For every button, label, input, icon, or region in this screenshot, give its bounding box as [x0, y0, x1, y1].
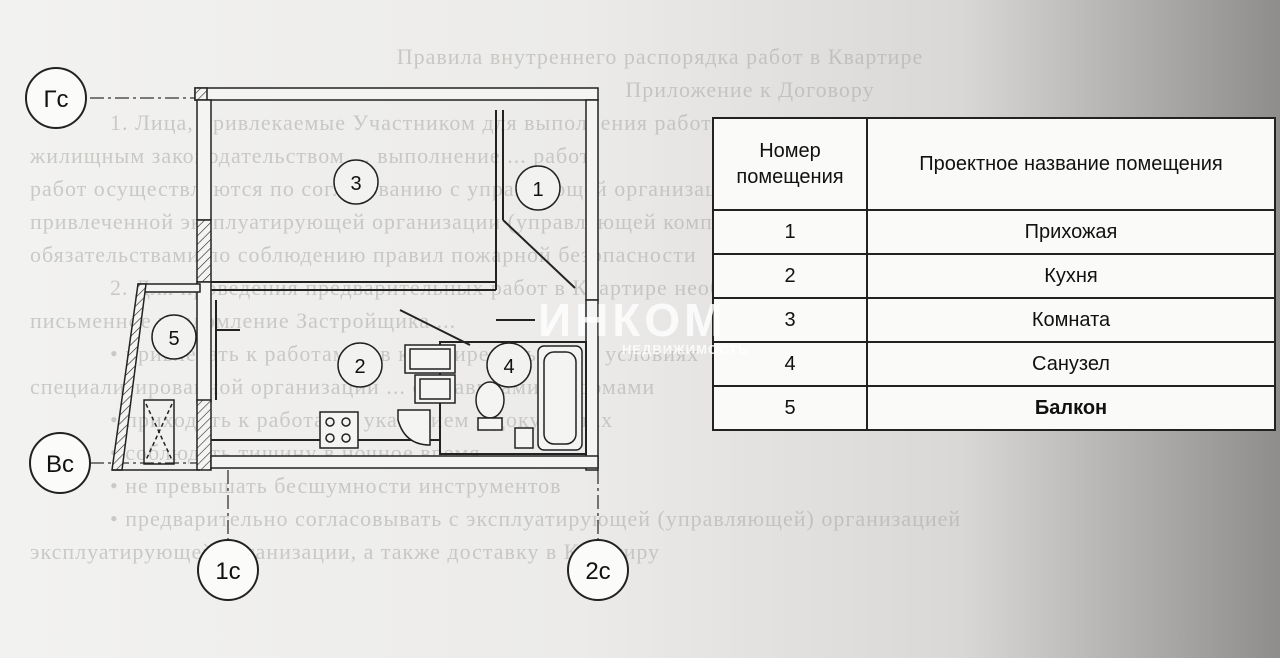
axis-label: Вс [46, 451, 74, 478]
bathroom-fixtures [475, 345, 583, 451]
bg-line: Правила внутреннего распорядка работ в К… [396, 44, 924, 69]
table-row: 5 Балкон [712, 385, 1276, 431]
bg-line: • предварительно согласовывать с эксплуа… [110, 506, 962, 531]
axis-label: 2с [585, 558, 610, 585]
bg-line: эксплуатирующей организации, а также дос… [30, 539, 661, 564]
bg-line: обязательствами по соблюдению правил пож… [30, 242, 697, 267]
header-room-number: Номер помещения [712, 117, 868, 211]
room-marker-4: 4 [486, 342, 532, 388]
room-number-cell: 1 [712, 209, 868, 255]
bg-line: письменное уведомление Застройщика ... [30, 308, 457, 333]
room-name-cell: Комната [866, 297, 1276, 343]
axis-label: Гс [44, 86, 69, 113]
room-marker-2: 2 [337, 342, 383, 388]
table-row: 2 Кухня [712, 253, 1276, 299]
room-number-cell: 2 [712, 253, 868, 299]
table-row: 4 Санузел [712, 341, 1276, 387]
interior-partitions [211, 110, 587, 455]
watermark-subtitle: НЕДВИЖИМОСТЬ [622, 342, 749, 357]
table-row: 3 Комната [712, 297, 1276, 343]
balcony-outline [111, 283, 201, 471]
axis-marker-2: 2с [567, 539, 629, 601]
axis-marker-1: 1с [197, 539, 259, 601]
room-name-cell: Санузел [866, 341, 1276, 387]
floor-plan: Гс Вс 1с 2с [25, 67, 629, 601]
room-number-cell: 4 [712, 341, 868, 387]
kitchen-fixtures [319, 344, 456, 449]
axis-label: 1с [215, 558, 240, 585]
room-number: 1 [532, 179, 543, 201]
room-number: 5 [168, 328, 179, 350]
room-number-cell: 3 [712, 297, 868, 343]
header-room-name: Проектное название помещения [866, 117, 1276, 211]
room-number: 2 [354, 356, 365, 378]
room-name-cell: Кухня [866, 253, 1276, 299]
room-marker-5: 5 [151, 314, 197, 360]
room-name-cell: Прихожая [866, 209, 1276, 255]
axis-marker-g: Гс [25, 67, 87, 129]
exterior-walls [194, 87, 599, 471]
brand-watermark: ИНКОМ НЕДВИЖИМОСТЬ [538, 296, 748, 357]
room-marker-1: 1 [515, 165, 561, 211]
table-row: 1 Прихожая [712, 209, 1276, 255]
table-header-row: Номер помещения Проектное название помещ… [712, 117, 1276, 211]
bg-line: • не превышать бесшумности инструментов [110, 473, 562, 498]
room-name-cell: Балкон [866, 385, 1276, 431]
bg-line: Приложение к Договору [625, 77, 875, 102]
watermark-brand: ИНКОМ [538, 294, 727, 346]
room-number: 3 [350, 173, 361, 195]
room-marker-3: 3 [333, 159, 379, 205]
bg-line: работ осуществляются по согласованию с у… [30, 176, 755, 201]
axis-lines [90, 97, 599, 540]
axis-marker-v: Вс [29, 432, 91, 494]
room-names-table: Номер помещения Проектное название помещ… [712, 117, 1276, 431]
bg-line: 2. Для проведения предварительных работ … [110, 275, 796, 300]
room-number: 4 [503, 356, 514, 378]
room-number-cell: 5 [712, 385, 868, 431]
